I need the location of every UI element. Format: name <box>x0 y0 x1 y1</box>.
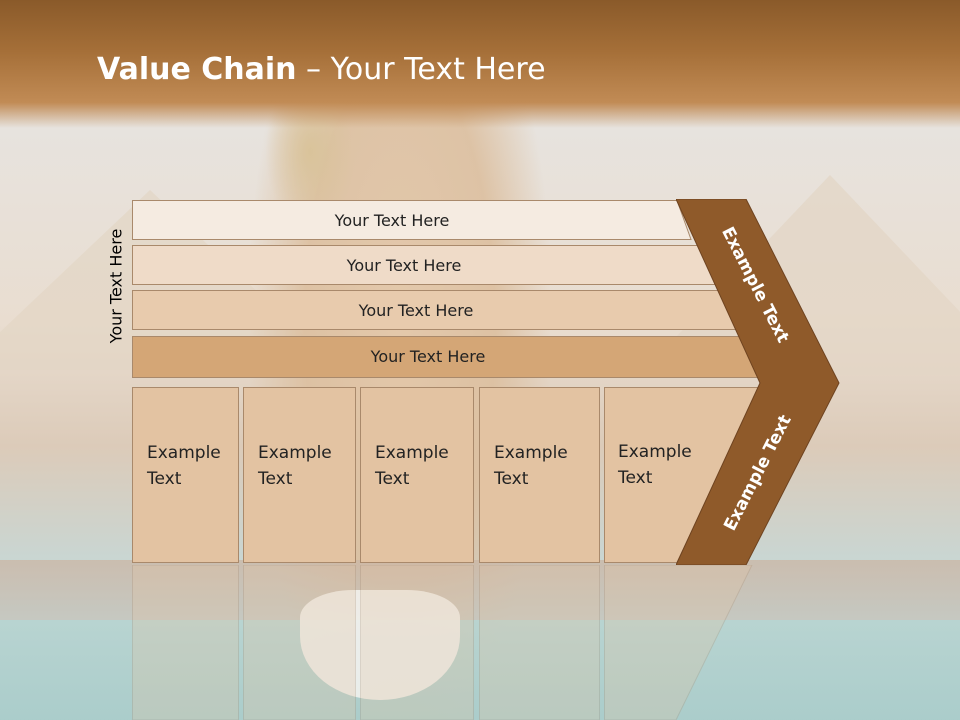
band-1-label: Your Text Here <box>334 210 450 230</box>
band-2-label: Your Text Here <box>346 255 462 275</box>
band-2[interactable]: Your Text Here <box>132 245 716 285</box>
band-3[interactable]: Your Text Here <box>132 290 740 330</box>
band-4-label: Your Text Here <box>370 346 486 366</box>
margin-chevron[interactable] <box>676 199 846 565</box>
activity-2-line1: Example <box>258 443 332 463</box>
water <box>0 620 960 720</box>
title-rest: – Your Text Here <box>296 52 546 87</box>
activity-1-line2: Text <box>147 469 182 489</box>
activity-1-line1: Example <box>147 443 221 463</box>
activity-5-line1: Example <box>618 442 692 462</box>
slide-title[interactable]: Value Chain – Your Text Here <box>97 52 546 87</box>
activity-5-line2: Text <box>618 468 653 488</box>
side-label[interactable]: Your Text Here <box>106 228 126 344</box>
swimsuit <box>300 590 460 700</box>
title-bar <box>0 0 960 128</box>
activity-4-line1: Example <box>494 443 568 463</box>
activity-4-line2: Text <box>494 469 529 489</box>
band-4[interactable]: Your Text Here <box>132 336 764 378</box>
reflection-shapes <box>132 565 753 720</box>
activity-3-line2: Text <box>375 469 410 489</box>
boxes-reflection <box>132 565 772 720</box>
activity-2-line2: Text <box>258 469 293 489</box>
band-1-shape <box>132 200 692 240</box>
activity-3-line1: Example <box>375 443 449 463</box>
band-1[interactable]: Your Text Here <box>132 200 692 240</box>
dock <box>0 560 960 620</box>
title-bold: Value Chain <box>97 52 297 87</box>
band-3-label: Your Text Here <box>358 300 474 320</box>
